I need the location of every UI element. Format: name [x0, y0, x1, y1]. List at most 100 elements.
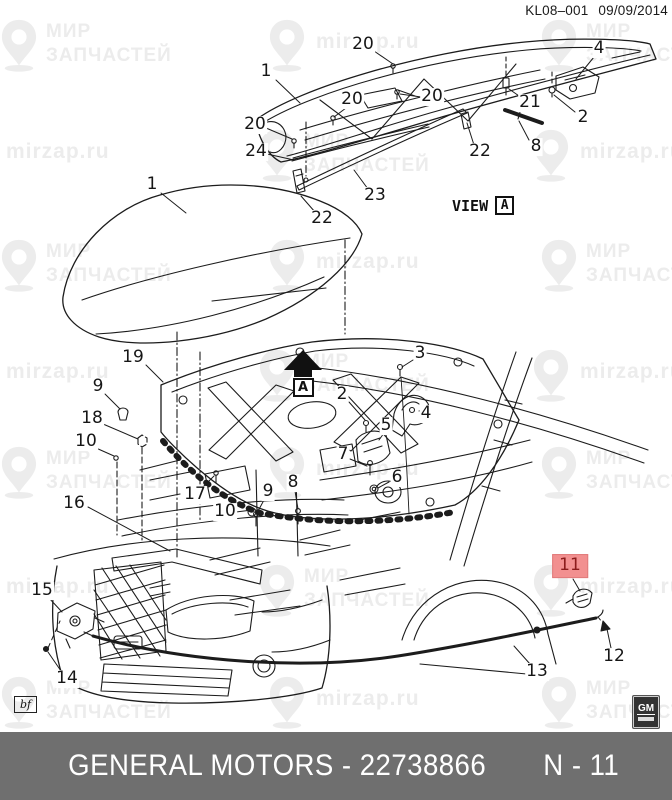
brand-pin-icon	[1, 446, 37, 499]
hood-latch	[56, 602, 96, 640]
headlamp	[165, 594, 255, 640]
view-a-label: VIEW A	[452, 196, 515, 215]
footer-page-ref: N - 11	[543, 749, 620, 782]
leader-line	[373, 50, 394, 65]
leader-line	[87, 506, 171, 552]
watermark-site-text: mirzap.ru	[580, 140, 672, 163]
leader-line	[518, 120, 530, 141]
watermark-site-text: mirzap.ru	[6, 140, 110, 163]
leader-line	[47, 620, 61, 649]
leader-line	[606, 628, 612, 649]
leader-line	[353, 169, 369, 190]
hardware	[113, 363, 431, 541]
leader-line	[466, 122, 475, 146]
latch-shield	[355, 430, 391, 465]
watermark-site-text: mirzap.ru	[316, 687, 420, 710]
brand-pin-icon	[269, 19, 305, 72]
brand-pin-icon	[533, 129, 569, 182]
doc-reference: KL08–001 09/09/2014	[525, 3, 668, 18]
fog-lamp	[252, 654, 276, 678]
latch-support	[111, 548, 263, 585]
insulator-pad	[160, 338, 520, 525]
watermark-site: mirzap.ru	[268, 238, 420, 293]
leader-line	[377, 481, 390, 489]
watermark-site: mirzap.ru	[532, 128, 672, 183]
leader-line	[160, 192, 187, 214]
leader-line	[104, 393, 121, 410]
lower-grille	[100, 663, 233, 697]
leader-line	[349, 458, 368, 467]
leader-line	[572, 578, 581, 592]
watermark-site: mirzap.ru	[0, 128, 110, 183]
brand-pin-icon	[1, 676, 37, 729]
view-label-text: VIEW	[452, 196, 489, 215]
view-label-letter: A	[495, 196, 515, 215]
footer-bar: GENERAL MOTORS - 22738866 N - 11	[0, 732, 672, 800]
leader-line	[553, 94, 576, 113]
leader-line	[275, 79, 301, 104]
leader-line	[575, 56, 595, 80]
footer-title: GENERAL MOTORS - 22738866	[67, 749, 486, 782]
gm-logo-text: GM	[636, 703, 656, 715]
up-arrow-icon	[284, 350, 322, 377]
leader-line	[300, 195, 316, 213]
release-cable-group	[42, 588, 611, 665]
leader-line	[102, 423, 139, 440]
leader-line	[256, 499, 265, 514]
leader-line	[378, 432, 385, 441]
brand-pin-icon	[533, 349, 569, 402]
wheel-arch	[401, 579, 549, 641]
hood-hinge	[555, 66, 600, 100]
hood-underside-view	[256, 38, 657, 194]
direction-arrow-a: A	[284, 350, 322, 397]
watermark-site: mirzap.ru	[268, 675, 420, 730]
brand-pin-icon	[269, 676, 305, 729]
leader-line	[266, 153, 295, 161]
watermark-site: mirzap.ru	[0, 348, 110, 403]
leader-line	[333, 107, 347, 118]
body-structure	[111, 351, 649, 677]
revision-mark: bf	[14, 696, 37, 713]
release-cable	[91, 616, 598, 665]
leader-line	[418, 407, 429, 412]
watermark-site-text: mirzap.ru	[6, 360, 110, 383]
cable-clip	[565, 588, 593, 608]
hood-panel	[62, 184, 363, 561]
leader-line	[235, 509, 253, 513]
watermark-site-text: mirzap.ru	[580, 575, 672, 598]
doc-code: KL08–001	[525, 3, 589, 18]
leader-line	[48, 597, 63, 613]
watermark-site-text: mirzap.ru	[580, 360, 672, 383]
leader-line	[401, 359, 414, 368]
watermark-site: mirzap.ru	[532, 348, 672, 403]
strut-tower	[374, 480, 402, 504]
brand-pin-icon	[541, 676, 577, 729]
brand-pin-icon	[541, 239, 577, 292]
brand-pin-icon	[541, 446, 577, 499]
brand-pin-icon	[541, 19, 577, 72]
gm-logo: GM	[632, 695, 660, 729]
leader-line	[95, 447, 115, 457]
leader-line	[145, 364, 164, 383]
leader-line	[265, 127, 293, 140]
leader-line	[294, 490, 299, 510]
brand-pin-icon	[1, 239, 37, 292]
hood-outline	[62, 184, 363, 344]
